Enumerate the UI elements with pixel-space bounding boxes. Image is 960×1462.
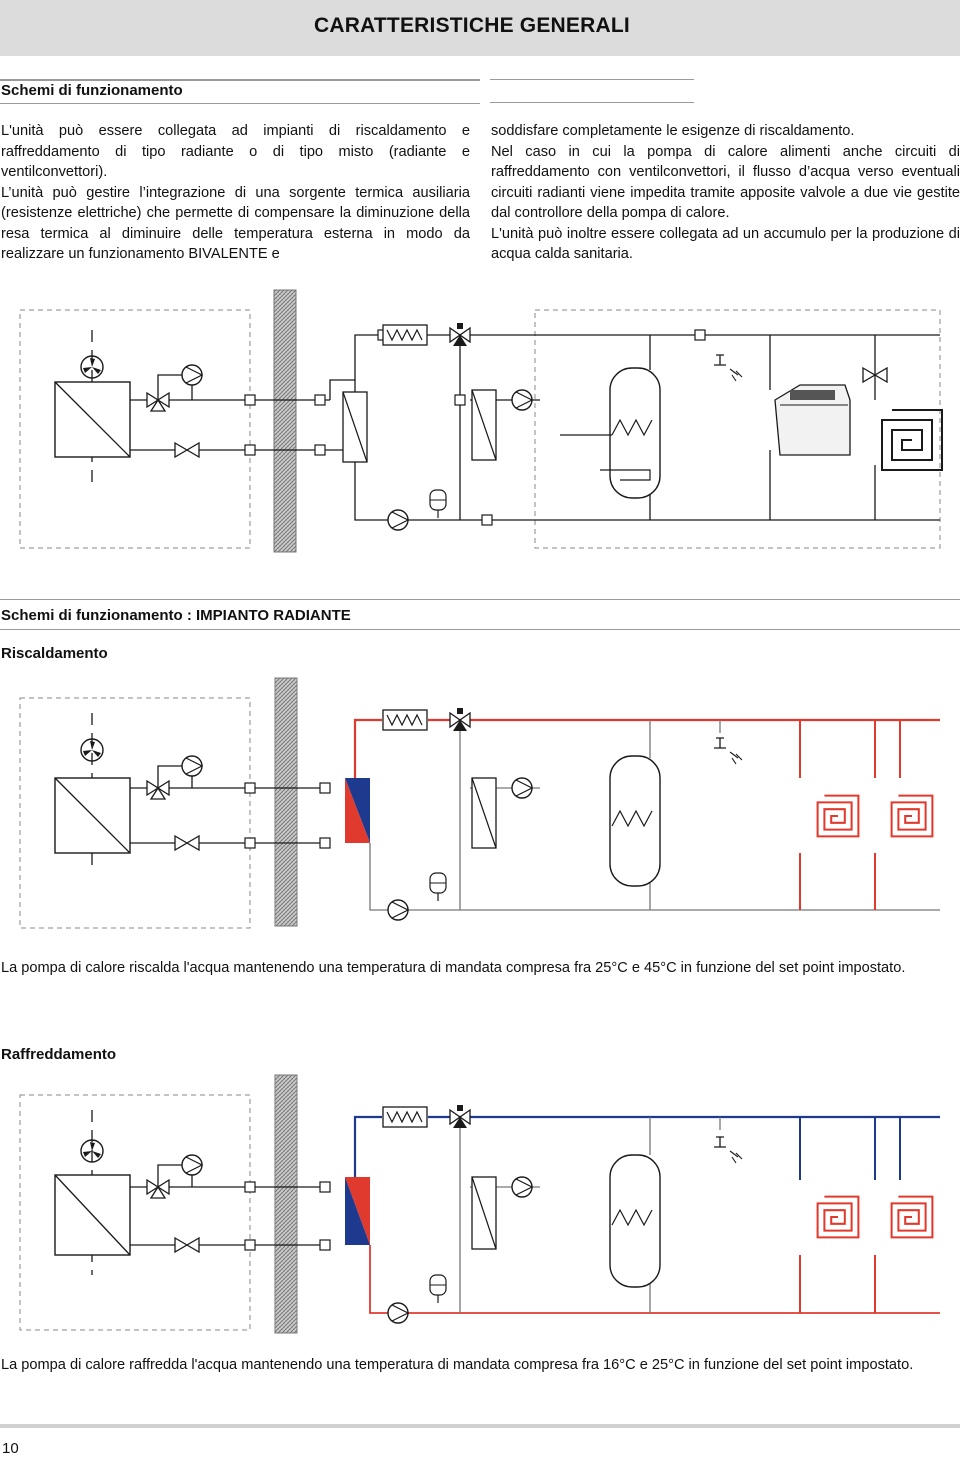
expansion-vessel-icon [429, 872, 447, 902]
radiant-floor-icon [816, 794, 860, 838]
heat-exchanger-blue [345, 1177, 370, 1245]
pump-icon [181, 1154, 203, 1176]
sensor-icon [244, 444, 256, 456]
sensor-icon [481, 514, 493, 526]
header-bar [0, 0, 960, 56]
pump-icon [387, 899, 409, 921]
sensor-icon [244, 394, 256, 406]
pump-icon [511, 389, 533, 411]
paragraph: L'unità può essere collegata ad impianti… [1, 123, 470, 180]
radiant-floor-icon [816, 1195, 860, 1239]
pump-icon [387, 509, 409, 531]
three-way-valve-icon [449, 1104, 471, 1129]
expansion-vessel-icon [429, 489, 447, 519]
electric-resistor-icon [382, 324, 428, 346]
page-number: 10 [2, 1440, 19, 1457]
radiant-floor-icon [890, 1195, 934, 1239]
fan-coil-unit [774, 384, 851, 456]
heating-caption: La pompa di calore riscalda l'acqua mant… [1, 960, 906, 976]
paragraph: Nel caso in cui la pompa di calore alime… [491, 143, 960, 222]
paragraph: L'unità può inoltre essere collegata ad … [491, 225, 960, 263]
tap-icon [713, 737, 743, 765]
pump-icon [181, 755, 203, 777]
page-title: CARATTERISTICHE GENERALI [314, 14, 630, 37]
section-rule-right-2 [490, 102, 694, 103]
pump-icon [181, 364, 203, 386]
pump-icon [511, 777, 533, 799]
electric-resistor-icon [382, 709, 428, 731]
three-way-valve-icon [449, 707, 471, 732]
section-underline [0, 103, 480, 104]
heat-exchanger-red [345, 778, 370, 843]
intro-right-text: soddisfare completamente le esigenze di … [491, 121, 960, 265]
radiant-floor-icon [890, 794, 934, 838]
indoor-boundary [534, 309, 941, 549]
intro-left-text: L'unità può essere collegata ad impianti… [1, 121, 470, 265]
section-title: Schemi di funzionamento [1, 82, 183, 99]
wall [273, 289, 297, 553]
cooling-diagram [19, 1074, 940, 1334]
dhw-tank [609, 1154, 661, 1288]
footer-rule [0, 1424, 960, 1428]
wall [274, 677, 298, 927]
cooling-caption: La pompa di calore raffredda l'acqua man… [1, 1357, 914, 1373]
two-way-valve-icon [174, 442, 200, 458]
section-rule [0, 79, 480, 81]
tap-icon [713, 354, 743, 382]
wall [274, 1074, 298, 1334]
section-underline [0, 629, 960, 630]
sensor-icon [454, 394, 466, 406]
paragraph: L’unità può gestire l’integrazione di un… [1, 184, 470, 263]
section-rule [0, 599, 960, 600]
subsection-title-cooling: Raffreddamento [1, 1046, 117, 1063]
pump-icon [511, 1176, 533, 1198]
sensor-icon [314, 444, 326, 456]
sensor-icon [694, 329, 706, 341]
dhw-tank [609, 755, 661, 887]
electric-resistor-icon [382, 1106, 428, 1128]
tap-icon [713, 1136, 743, 1164]
radiant-floor-icon [881, 409, 943, 471]
section-rule-right [490, 79, 694, 80]
section-title: Schemi di funzionamento : IMPIANTO RADIA… [1, 607, 351, 624]
system-diagram-1 [19, 289, 943, 553]
sensor-icon [314, 394, 326, 406]
two-way-valve-icon [174, 835, 200, 851]
pump-icon [387, 1302, 409, 1324]
three-way-valve-icon [449, 322, 471, 347]
subsection-title-heating: Riscaldamento [1, 645, 108, 662]
heating-diagram [19, 677, 940, 929]
dhw-tank [609, 367, 661, 499]
paragraph: soddisfare completamente le esigenze di … [491, 123, 855, 139]
expansion-vessel-icon [429, 1274, 447, 1304]
two-way-valve-icon [174, 1237, 200, 1253]
